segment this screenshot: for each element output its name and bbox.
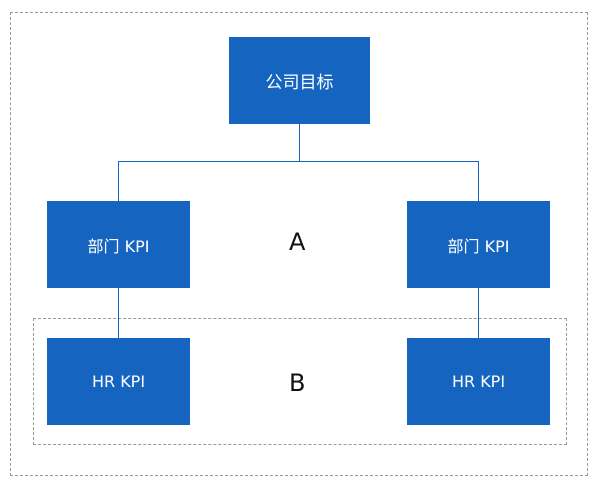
connector-left-dept	[118, 161, 119, 201]
connector-left-hr	[118, 288, 119, 338]
node-company-goal: 公司目标	[229, 37, 370, 124]
connector-horizontal	[118, 161, 479, 162]
connector-right-hr	[478, 288, 479, 338]
node-hr-kpi-left: HR KPI	[47, 338, 190, 425]
hr-kpi-dashed-frame	[33, 318, 567, 445]
node-dept-kpi-right: 部门 KPI	[407, 201, 550, 288]
region-label-b: B	[289, 369, 306, 397]
connector-root-down	[299, 124, 300, 161]
node-dept-kpi-left: 部门 KPI	[47, 201, 190, 288]
connector-right-dept	[478, 161, 479, 201]
region-label-a: A	[289, 228, 306, 256]
outer-dashed-frame	[10, 12, 588, 476]
node-hr-kpi-right: HR KPI	[407, 338, 550, 425]
